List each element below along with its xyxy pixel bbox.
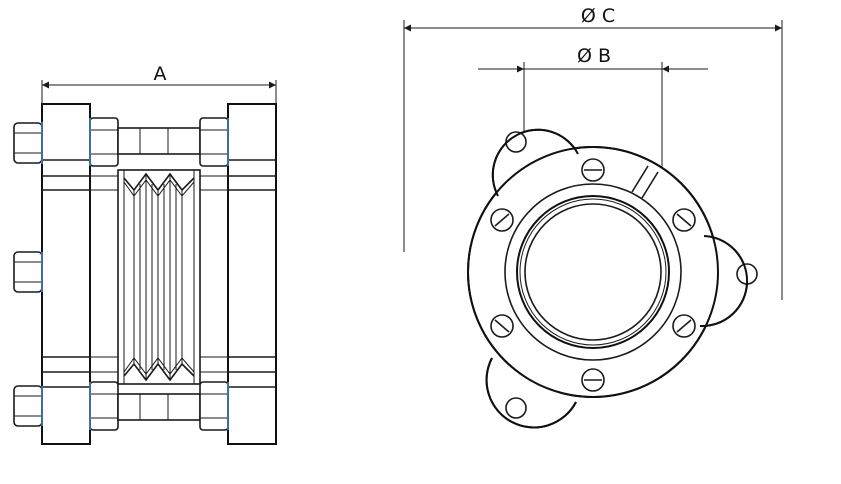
top-tie-rod <box>13 117 229 167</box>
dimension-c-label: Ø C <box>581 5 615 27</box>
screws <box>490 158 696 392</box>
bottom-tie-rod <box>13 381 229 431</box>
screw-lower-right <box>672 314 696 338</box>
middle-bolt <box>13 251 43 293</box>
lug-outlines <box>485 128 748 429</box>
screw-upper-right <box>672 208 696 232</box>
bellows <box>117 169 201 385</box>
dimension-c: Ø C <box>403 5 783 300</box>
dimension-b: Ø B <box>478 45 708 260</box>
split-marks <box>631 165 659 199</box>
screw-lower-left <box>490 314 514 338</box>
screw-upper-left <box>490 208 514 232</box>
dimension-a-label: A <box>154 63 167 85</box>
right-flange <box>200 103 277 445</box>
front-view: Ø C Ø B <box>403 5 783 429</box>
side-view: A <box>13 63 277 445</box>
lug-hole-bottom-left <box>505 397 527 419</box>
lug-holes <box>505 131 758 419</box>
dimension-b-label: Ø B <box>577 45 611 67</box>
inner-rings <box>504 183 682 361</box>
left-flange <box>41 103 118 445</box>
screw-top <box>581 158 605 182</box>
screw-bottom <box>581 368 605 392</box>
dimension-a: A <box>41 63 277 110</box>
